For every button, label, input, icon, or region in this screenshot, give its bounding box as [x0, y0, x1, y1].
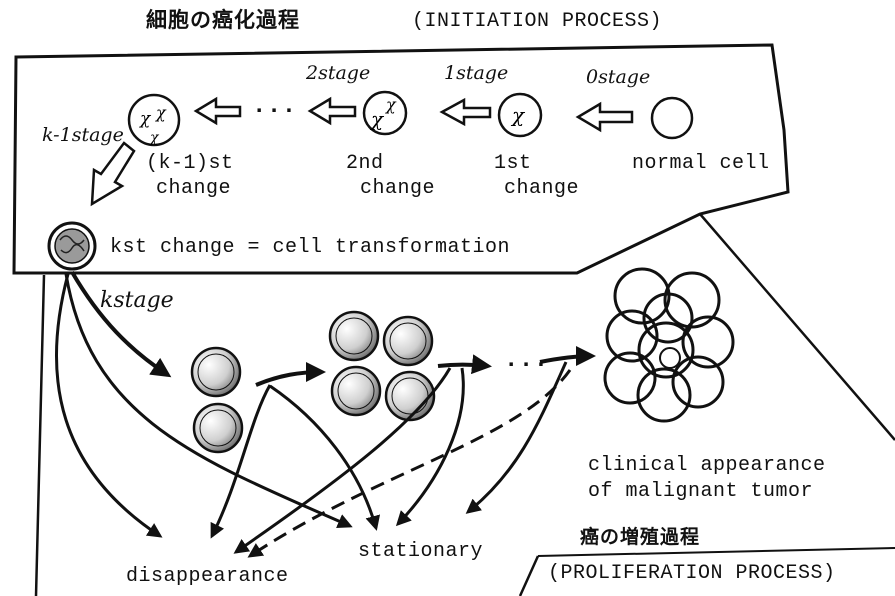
first-change-label-line2: change [504, 179, 579, 199]
mutation-mark: χ [510, 103, 526, 127]
tumor-label-line1: clinical appearance [588, 456, 826, 476]
normal-cell [652, 98, 692, 138]
proliferation-title-japanese: 癌の増殖過程 [580, 528, 700, 547]
mutation-mark: χ [149, 130, 160, 146]
initiation-title-english: (INITIATION PROCESS) [412, 12, 662, 32]
mutation-mark: χ [369, 107, 385, 131]
hollow-arrow [196, 99, 240, 123]
k-minus-1-change-label-line1: (k-1)st [146, 154, 234, 174]
initiation-ellipsis: ··· [252, 100, 297, 124]
first-change-label-line1: 1st [494, 154, 532, 174]
transformation-label: kst change = cell transformation [110, 238, 510, 258]
second-change-label-line1: 2nd [346, 154, 384, 174]
outcome-disappearance: disappearance [126, 567, 289, 587]
stage-label-0: 0stage [586, 68, 650, 87]
cell-quad [330, 312, 434, 420]
normal-cell-label: normal cell [632, 154, 770, 174]
hollow-arrow-down [92, 143, 134, 204]
outcome-stationary: stationary [358, 542, 483, 562]
proliferation-title-english: (PROLIFERATION PROCESS) [548, 564, 836, 584]
mutation-mark: χ [155, 103, 167, 122]
tumor-cluster [605, 269, 733, 421]
progression-arrow [256, 372, 322, 385]
hollow-arrow [310, 99, 355, 123]
stage-label-2: 2stage [306, 64, 370, 83]
tumor-label-line2: of malignant tumor [588, 482, 813, 502]
proliferation-region-outline [36, 214, 895, 596]
second-change-label-line2: change [360, 179, 435, 199]
progression-arrow [438, 365, 488, 367]
branch-arrow [56, 274, 160, 536]
k-stage-label: kstage [100, 290, 174, 312]
proliferation-ellipsis: ··· [504, 354, 549, 378]
transformed-cell-nucleus [55, 229, 89, 263]
k-minus-1-change-label-line2: change [156, 179, 231, 199]
proliferation-title-frame [538, 548, 895, 556]
initiation-title-japanese: 細胞の癌化過程 [146, 10, 300, 31]
mutation-mark: χ [385, 95, 397, 114]
stage-label-1: 1stage [444, 64, 508, 83]
hollow-arrow [578, 104, 632, 130]
mutation-mark: χ [139, 109, 152, 129]
cell-pair [192, 348, 242, 452]
stage-label-k-minus-1: k-1stage [42, 126, 124, 145]
hollow-arrow [442, 100, 490, 124]
